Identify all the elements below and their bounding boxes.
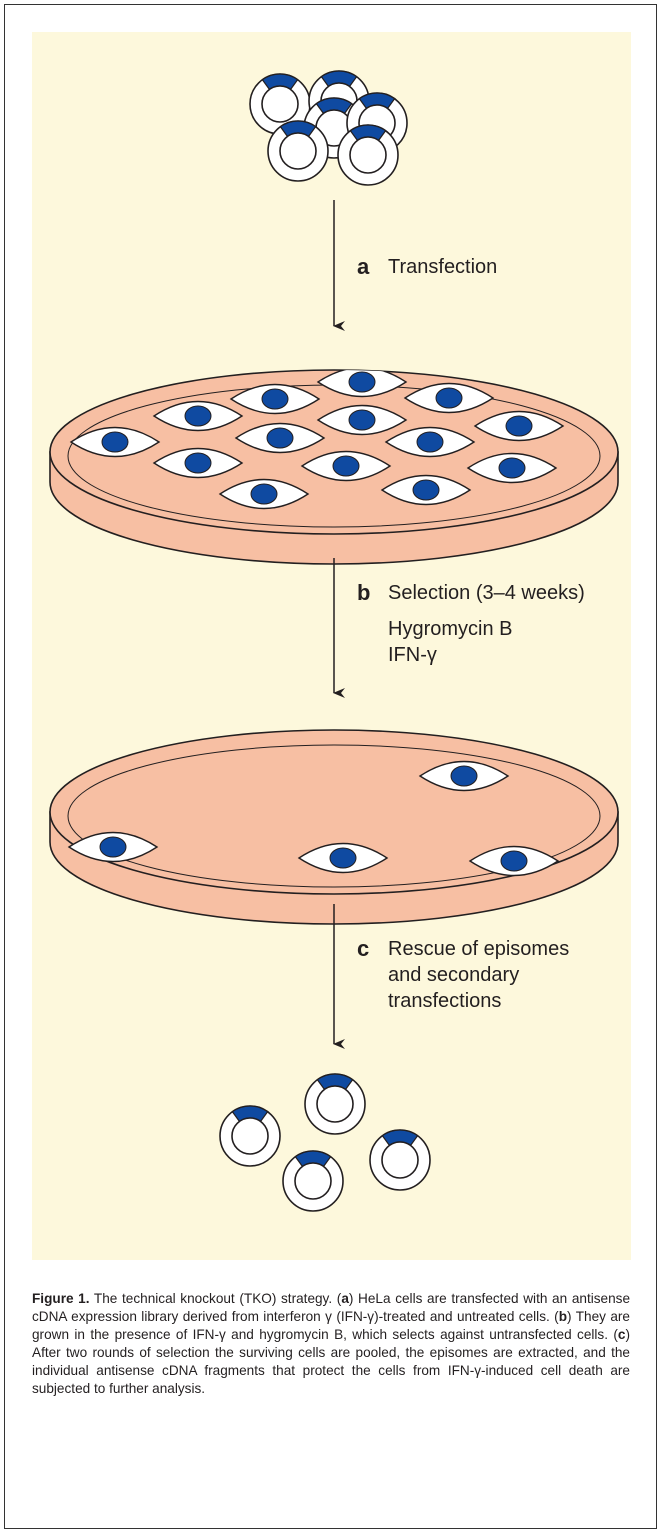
figure-caption: Figure 1. The technical knockout (TKO) s… (32, 1290, 630, 1398)
step-c-detail-line1: and secondary (388, 962, 519, 988)
step-b-detail-ifn: IFN-γ (388, 642, 437, 668)
culture-dish-selected (50, 730, 618, 924)
culture-dish-transfected (50, 368, 618, 565)
step-c-title: Rescue of episomes (388, 936, 569, 962)
caption-step-letter: b (559, 1309, 567, 1324)
step-b-letter: b (357, 580, 370, 606)
rescued-episomes (220, 1074, 430, 1211)
step-c-letter: c (357, 936, 369, 962)
step-c-detail-line2: transfections (388, 988, 501, 1014)
step-a-title: Transfection (388, 254, 497, 280)
step-b-detail-hygromycin: Hygromycin B (388, 616, 512, 642)
caption-text: The technical knockout (TKO) strategy. ( (90, 1291, 342, 1306)
plasmid-library (250, 71, 407, 185)
caption-step-letter: a (341, 1291, 349, 1306)
caption-label: Figure 1. (32, 1291, 90, 1306)
caption-body: The technical knockout (TKO) strategy. (… (32, 1291, 630, 1396)
step-a-letter: a (357, 254, 369, 280)
step-b-title: Selection (3–4 weeks) (388, 580, 585, 606)
